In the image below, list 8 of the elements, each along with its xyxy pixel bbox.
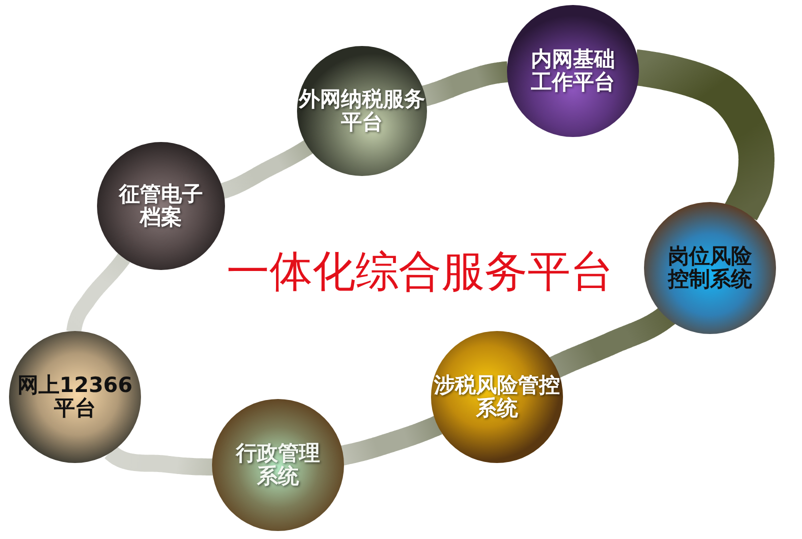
circle-node: 外网纳税服务平台	[297, 46, 427, 176]
diagram-title: 一体化综合服务平台	[226, 247, 614, 297]
circle-node: 网上12366平台	[9, 331, 141, 463]
circle-node: 涉税风险管控系统	[431, 331, 563, 463]
circle-node: 岗位风险控制系统	[644, 202, 776, 334]
circle-node: 内网基础工作平台	[507, 5, 639, 137]
circle-node: 征管电子档案	[97, 142, 225, 270]
circle-node: 行政管理系统	[212, 399, 344, 531]
